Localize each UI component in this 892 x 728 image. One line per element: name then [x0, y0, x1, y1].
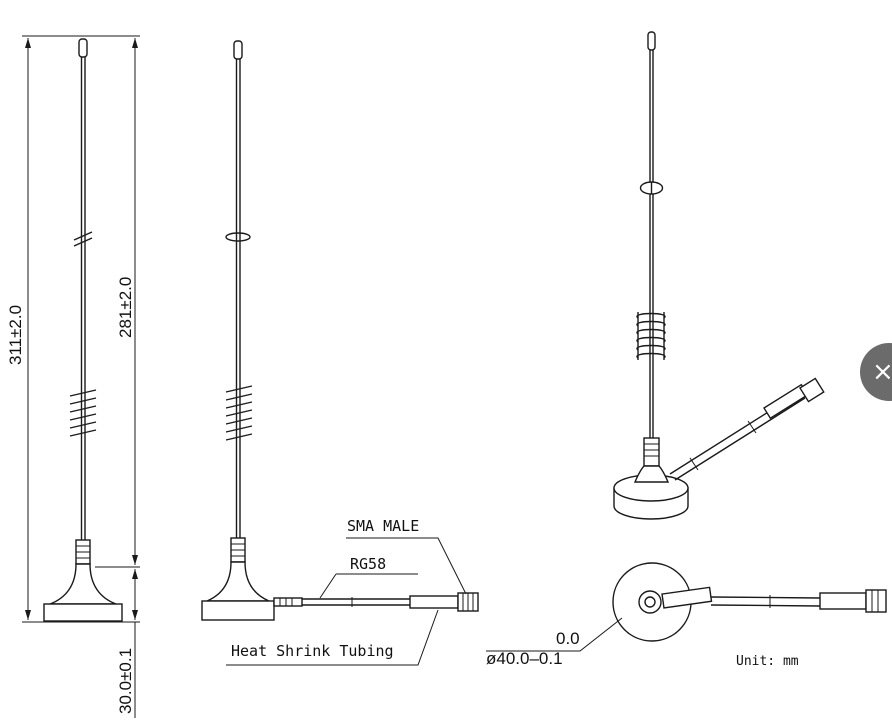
label-heat-shrink: Heat Shrink Tubing — [231, 642, 394, 660]
isometric-view — [613, 31, 825, 520]
dim-diameter: ø40.0–0.1 — [486, 649, 563, 668]
label-rg58: RG58 — [350, 555, 386, 573]
leader-lines — [226, 537, 467, 666]
close-icon: × — [872, 357, 892, 387]
dim-base-height: 30.0±0.1 — [116, 648, 135, 714]
front-view-dimensioned — [22, 35, 140, 718]
top-view — [486, 562, 887, 652]
dim-whip-height: 281±2.0 — [116, 277, 135, 338]
dim-total-height: 311±2.0 — [6, 305, 25, 365]
label-unit: Unit: mm — [736, 654, 799, 669]
front-view-cable — [201, 40, 479, 621]
label-sma-male: SMA MALE — [347, 517, 419, 535]
dim-diameter-tol-upper: 0.0 — [556, 629, 580, 648]
